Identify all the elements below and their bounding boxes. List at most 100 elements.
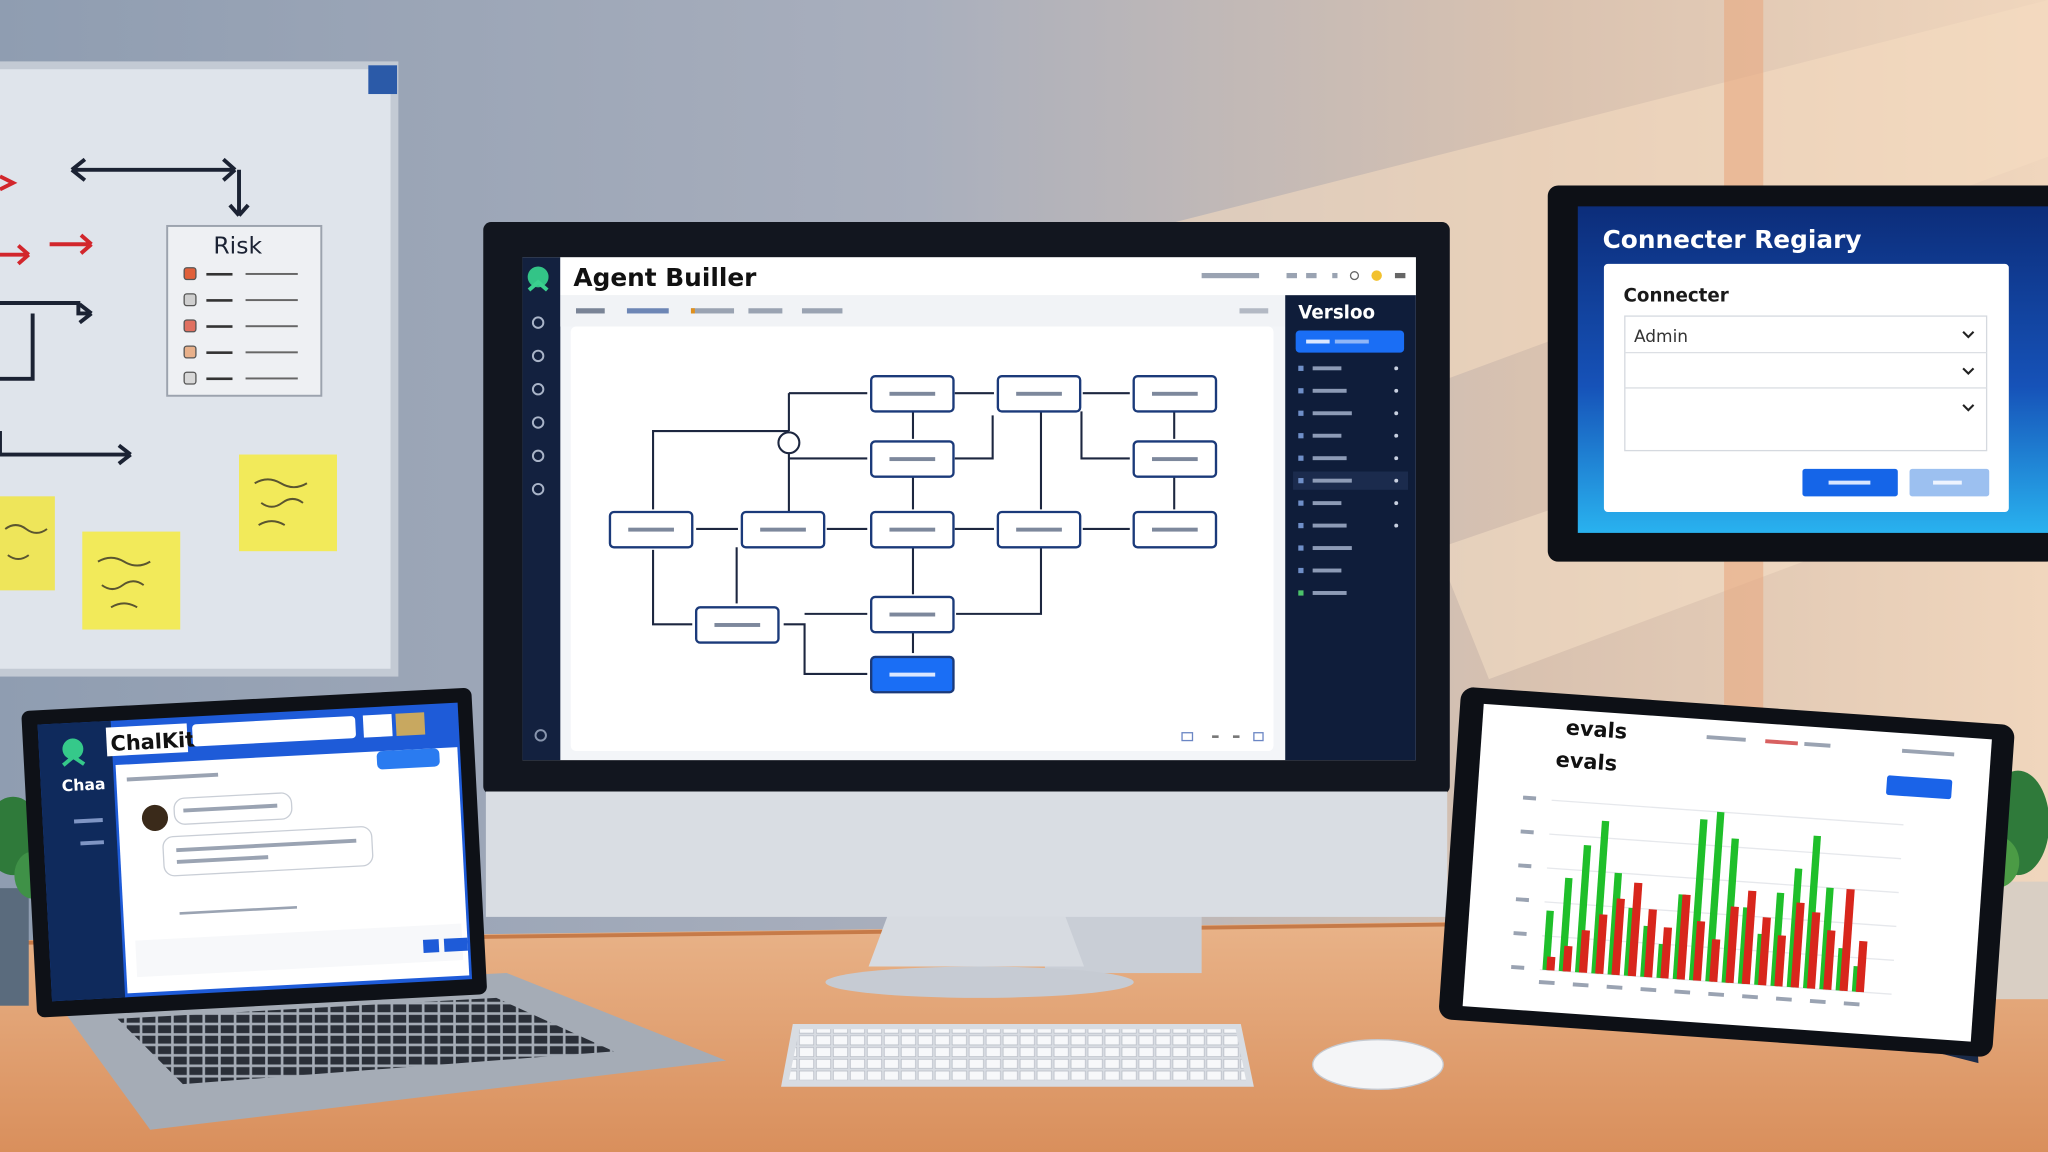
diagram-node[interactable]: [1132, 374, 1218, 413]
database-icon[interactable]: [531, 416, 545, 429]
tab[interactable]: [801, 308, 843, 314]
version-list-item[interactable]: [1298, 433, 1399, 439]
chat-search-input[interactable]: [192, 716, 356, 747]
connector-select-value[interactable]: Admin: [1634, 327, 1688, 347]
version-list-item[interactable]: [1298, 567, 1342, 574]
chat-action-button[interactable]: [362, 713, 393, 738]
risk-card: [166, 224, 323, 397]
x-tick-label: [1742, 994, 1758, 1000]
help-icon[interactable]: [534, 729, 547, 742]
version-list-item[interactable]: [1298, 365, 1399, 371]
zoom-out-button[interactable]: [1212, 735, 1219, 738]
diagram-node-selected[interactable]: [870, 655, 955, 694]
globe-icon[interactable]: [531, 349, 545, 363]
tab-bar[interactable]: [576, 308, 1269, 314]
y-tick-label: [1513, 931, 1527, 936]
diagram-node[interactable]: [996, 374, 1082, 413]
red-bar: [1611, 898, 1625, 976]
zoom-in-button[interactable]: [1232, 735, 1240, 738]
diagram-node[interactable]: [608, 510, 694, 549]
connector-field-label: Connecter: [1624, 286, 1729, 307]
green-bar: [1574, 845, 1592, 973]
x-tick-label: [1708, 991, 1725, 997]
version-list-item[interactable]: [1293, 471, 1408, 490]
workflow-diagram: [608, 374, 1218, 694]
diagram-connector: [652, 429, 789, 510]
tab[interactable]: [626, 308, 669, 314]
send-button[interactable]: [443, 937, 468, 952]
diagram-node[interactable]: [1132, 510, 1218, 549]
notification-icon[interactable]: [1371, 270, 1382, 281]
user-avatar[interactable]: [395, 712, 426, 736]
fullscreen-button[interactable]: [1253, 732, 1264, 742]
chat-icon[interactable]: [531, 316, 545, 329]
red-bar: [1839, 888, 1855, 992]
connector-tablet: Connecter Regiary Connecter Admin: [1547, 185, 2048, 562]
chevron-icon[interactable]: [1394, 478, 1399, 483]
list-icon[interactable]: [531, 449, 545, 463]
chevron-icon[interactable]: [1394, 388, 1399, 393]
chevron-icon[interactable]: [1394, 433, 1399, 438]
y-tick-label: [1511, 965, 1525, 970]
evals-action-button[interactable]: [1886, 775, 1953, 800]
red-bar: [1774, 935, 1787, 987]
tab[interactable]: [576, 308, 605, 314]
green-bar: [1705, 811, 1725, 982]
settings-icon[interactable]: [531, 383, 545, 396]
diagram-node[interactable]: [870, 510, 955, 549]
risk-item: [183, 267, 298, 281]
evals-chart: [1511, 795, 1904, 1007]
diagram-node[interactable]: [740, 510, 826, 549]
version-list-item[interactable]: [1298, 545, 1352, 551]
chevron-icon[interactable]: [1394, 523, 1399, 528]
connector-select[interactable]: [1624, 315, 1988, 452]
sticky-note: [0, 496, 55, 591]
chevron-icon[interactable]: [1394, 366, 1399, 371]
tab[interactable]: [690, 308, 735, 314]
checkbox-icon: [183, 293, 197, 307]
chevron-icon[interactable]: [1394, 411, 1399, 416]
more-icon[interactable]: [1394, 272, 1406, 279]
history-icon[interactable]: [531, 482, 545, 496]
green-bar: [1819, 887, 1834, 990]
refresh-icon[interactable]: [1349, 271, 1360, 281]
version-list-item[interactable]: [1298, 500, 1399, 506]
keyboard-keys: [788, 1029, 1247, 1081]
new-chat-button[interactable]: [376, 748, 440, 770]
chat-composer[interactable]: [135, 923, 464, 978]
chevron-icon[interactable]: [1394, 501, 1399, 506]
chevron-down-icon[interactable]: [1962, 404, 1975, 412]
red-bar: [1627, 882, 1643, 977]
diagram-node[interactable]: [870, 440, 955, 478]
x-tick-label: [1538, 980, 1555, 986]
version-list-item[interactable]: [1298, 522, 1399, 529]
laptop: Chaa ChalKit: [21, 687, 727, 1130]
chevron-down-icon[interactable]: [1962, 367, 1975, 376]
red-bar: [1644, 909, 1657, 978]
diagram-node[interactable]: [694, 606, 780, 644]
version-list-item[interactable]: [1298, 388, 1399, 394]
diagram-node[interactable]: [996, 510, 1082, 549]
diagram-node[interactable]: [870, 595, 955, 634]
canvas-controls[interactable]: [1181, 732, 1264, 742]
agent-avatar: [141, 804, 169, 831]
whiteboard: Risk: [0, 61, 399, 677]
green-bar: [1770, 892, 1785, 987]
attach-button[interactable]: [422, 939, 440, 953]
green-bar: [1607, 872, 1622, 975]
diagram-node[interactable]: [870, 374, 955, 413]
chevron-down-icon[interactable]: [1962, 331, 1975, 339]
agent-logo-icon[interactable]: [527, 266, 549, 292]
version-list-item[interactable]: [1298, 410, 1399, 416]
chevron-icon[interactable]: [1394, 456, 1399, 461]
version-list-item[interactable]: [1298, 455, 1399, 461]
search-icon[interactable]: [1239, 308, 1269, 314]
tab[interactable]: [748, 308, 783, 314]
zoom-fit-button[interactable]: [1181, 732, 1194, 742]
diagram-node[interactable]: [1132, 440, 1218, 478]
version-list-item[interactable]: [1298, 590, 1347, 596]
x-tick-label: [1572, 982, 1589, 988]
header-toolbar[interactable]: [1201, 270, 1406, 281]
green-bar: [1688, 819, 1708, 981]
